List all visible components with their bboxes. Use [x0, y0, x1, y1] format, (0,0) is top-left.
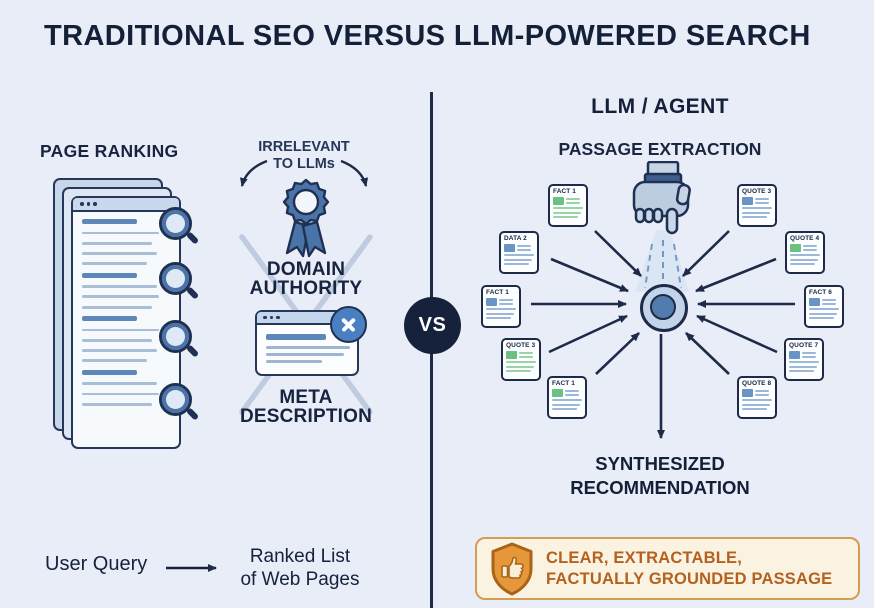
domain-authority-line2: AUTHORITY — [249, 278, 363, 299]
browser-chrome-bar — [73, 198, 179, 212]
vs-badge: VS — [404, 297, 461, 354]
robot-hand-icon — [632, 161, 691, 235]
curved-arrow-icons — [239, 159, 369, 187]
irrelevant-note-line1: IRRELEVANT — [258, 139, 350, 155]
passage-card-label: QUOTE 4 — [790, 235, 820, 242]
x-dismiss-icon — [330, 306, 367, 343]
passage-card-label: QUOTE 8 — [742, 380, 772, 387]
passage-extraction-label: PASSAGE EXTRACTION — [558, 139, 762, 159]
passage-card-label: QUOTE 3 — [742, 188, 772, 195]
magnifier-icon — [159, 262, 192, 295]
meta-description-line1: META — [279, 387, 333, 408]
extraction-beam — [635, 230, 689, 292]
ranked-list-line2: of Web Pages — [240, 569, 360, 590]
synthesized-recommendation-line2: RECOMMENDATION — [570, 477, 750, 498]
passage-card-label: QUOTE 7 — [789, 342, 819, 349]
ranked-list-line1: Ranked List — [249, 546, 351, 567]
passage-card-label: FACT 1 — [552, 380, 575, 387]
passage-card-label: QUOTE 3 — [506, 342, 536, 349]
page-ranking-label: PAGE RANKING — [40, 141, 179, 161]
target-circle-core — [650, 294, 676, 320]
magnifier-icon — [159, 207, 192, 240]
passage-card: QUOTE 4 — [785, 231, 825, 274]
meta-description-line2: DESCRIPTION — [239, 406, 373, 427]
passage-card: FACT 1 — [481, 285, 521, 328]
user-query-label: User Query — [45, 553, 148, 575]
passage-card: QUOTE 3 — [737, 184, 777, 227]
callout-line1: CLEAR, EXTRACTABLE, — [546, 548, 742, 567]
passage-card-label: FACT 6 — [809, 289, 832, 296]
passage-card-label: FACT 1 — [553, 188, 576, 195]
passage-card: QUOTE 3 — [501, 338, 541, 381]
passage-card: FACT 1 — [547, 376, 587, 419]
callout-line2: FACTUALLY GROUNDED PASSAGE — [546, 569, 833, 588]
passage-card: QUOTE 8 — [737, 376, 777, 419]
passage-card-label: DATA 2 — [504, 235, 527, 242]
irrelevant-note-line2: TO LLMs — [273, 156, 335, 172]
magnifier-icon — [159, 320, 192, 353]
llm-agent-heading: LLM / AGENT — [591, 95, 729, 118]
synthesized-recommendation-line1: SYNTHESIZED — [595, 453, 725, 474]
passage-card: FACT 1 — [548, 184, 588, 227]
card-arrows — [531, 230, 795, 375]
passage-card: DATA 2 — [499, 231, 539, 274]
magnifier-icon — [159, 383, 192, 416]
page-title: TRADITIONAL SEO VERSUS LLM-POWERED SEARC… — [44, 20, 811, 52]
target-circle-icon — [640, 284, 688, 332]
result-lines — [82, 219, 170, 406]
grounded-passage-callout: CLEAR, EXTRACTABLE, FACTUALLY GROUNDED P… — [475, 537, 860, 600]
passage-card: QUOTE 7 — [784, 338, 824, 381]
passage-card: FACT 6 — [804, 285, 844, 328]
shield-thumbs-up-icon — [491, 542, 533, 595]
passage-card-label: FACT 1 — [486, 289, 509, 296]
award-badge-icon — [282, 178, 330, 258]
domain-authority-line1: DOMAIN — [266, 259, 346, 280]
